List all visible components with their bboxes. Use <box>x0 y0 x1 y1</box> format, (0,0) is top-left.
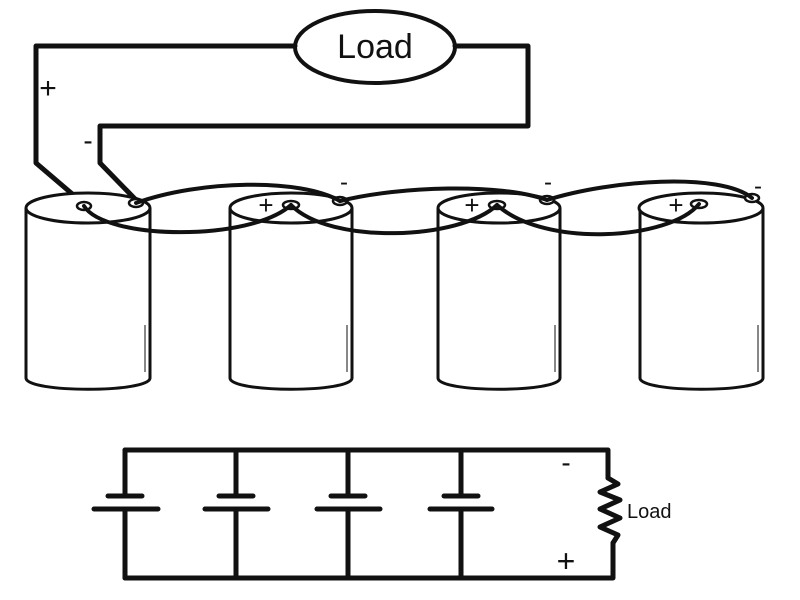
schematic-load-label: Load <box>627 501 672 523</box>
positive-jumper-1-2 <box>82 203 293 235</box>
schematic-top-rail <box>122 447 611 481</box>
positive-jumper-3-4 <box>495 202 701 237</box>
schematic-minus-label: - <box>561 447 570 478</box>
negative-jumper-3-4 <box>545 179 754 202</box>
battery-1 <box>24 191 152 391</box>
schematic-cell-4 <box>427 447 495 581</box>
battery-3-minus-label: - <box>544 169 552 196</box>
schematic: Load - + <box>91 447 672 581</box>
main-minus-label: - <box>83 125 92 156</box>
positive-main-wire <box>33 43 298 207</box>
positive-jumper-2-3 <box>289 203 499 236</box>
battery-3 <box>436 191 562 391</box>
schematic-cell-2 <box>202 447 271 581</box>
negative-jumper-2-3 <box>338 186 549 203</box>
negative-jumper-1-2 <box>134 182 342 205</box>
schematic-cell-1 <box>91 447 161 581</box>
battery-2-plus-label: + <box>258 190 273 220</box>
battery-4 <box>637 191 765 391</box>
schematic-bottom-rail <box>122 540 616 581</box>
schematic-plus-label: + <box>557 543 576 579</box>
battery-4-minus-label: - <box>754 173 762 200</box>
negative-main-wire <box>97 43 531 203</box>
schematic-load-resistor <box>597 475 623 546</box>
battery-4-plus-label: + <box>668 190 683 220</box>
schematic-cell-3 <box>314 447 383 581</box>
battery-3-plus-label: + <box>464 190 479 220</box>
main-plus-label: + <box>39 72 57 105</box>
battery-2-minus-label: - <box>340 169 348 196</box>
load-label: Load <box>337 28 413 66</box>
battery-2 <box>228 191 354 391</box>
